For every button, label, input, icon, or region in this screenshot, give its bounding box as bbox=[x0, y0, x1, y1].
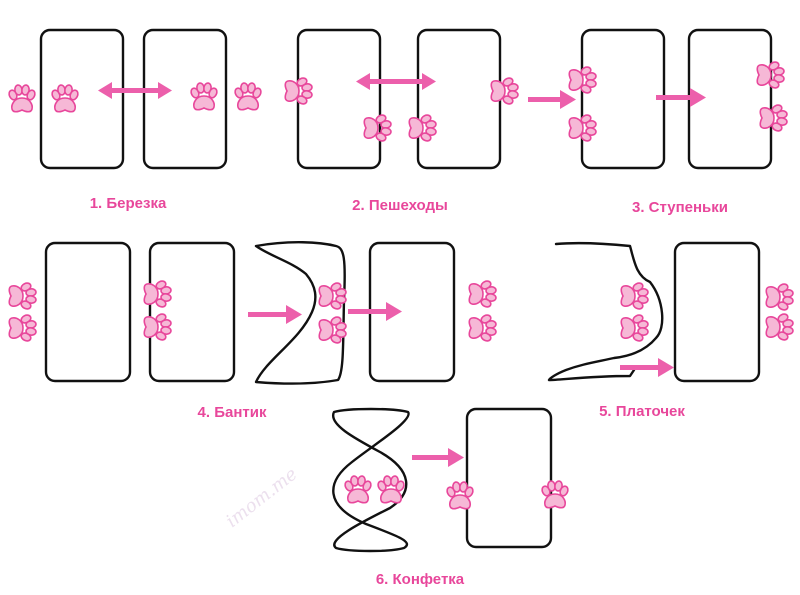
shoe-outline bbox=[416, 28, 502, 170]
diagram-1-berezka: 1. Березка bbox=[6, 28, 264, 212]
paw-print-icon bbox=[143, 311, 173, 343]
shoe-outline bbox=[44, 241, 132, 383]
diagram-6-konfetka: 6. Конфетка bbox=[331, 407, 571, 588]
paw-print-icon bbox=[620, 312, 650, 344]
paw-print-icon bbox=[232, 81, 264, 111]
paw-print-icon bbox=[363, 112, 393, 144]
shoe-outline bbox=[296, 28, 382, 170]
shoe-outline bbox=[142, 28, 228, 170]
shoe-outline bbox=[39, 28, 125, 170]
paw-print-icon bbox=[318, 280, 348, 312]
shoe-outline bbox=[465, 407, 553, 549]
caption-platochek: 5. Платочек bbox=[599, 403, 685, 420]
diagram-5-platochek: 5. Платочек bbox=[547, 241, 795, 420]
paw-print-icon bbox=[284, 75, 314, 107]
shoe-outline bbox=[580, 28, 666, 170]
shoe-outline bbox=[673, 241, 761, 383]
twisted-candy-outline bbox=[331, 407, 410, 553]
arrow-right-icon bbox=[248, 305, 302, 324]
paw-print-icon bbox=[620, 280, 650, 312]
paw-print-icon bbox=[143, 278, 173, 310]
arrow-right-icon bbox=[620, 358, 674, 377]
paw-print-icon bbox=[468, 278, 498, 310]
paw-print-icon bbox=[568, 112, 598, 144]
arrow-right-icon bbox=[656, 88, 706, 107]
caption-stupenki: 3. Ступеньки bbox=[632, 199, 728, 216]
paw-print-icon bbox=[765, 281, 795, 313]
caption-konfetka: 6. Конфетка bbox=[376, 571, 465, 588]
paw-print-icon bbox=[756, 59, 786, 91]
diagram-4-bantik: 4. Бантик bbox=[8, 241, 498, 421]
caption-peshehody: 2. Пешеходы bbox=[352, 197, 448, 214]
caption-bantik: 4. Бантик bbox=[198, 404, 267, 421]
arrow-right-icon bbox=[528, 90, 576, 109]
bow-loop-outline bbox=[254, 241, 346, 385]
arrow-right-icon bbox=[348, 302, 402, 321]
caption-berezka: 1. Березка bbox=[90, 195, 167, 212]
paw-print-icon bbox=[375, 474, 407, 504]
paw-print-icon bbox=[490, 75, 520, 107]
paw-print-icon bbox=[444, 480, 476, 510]
diagram-2-peshehody: 2. Пешеходы bbox=[284, 28, 520, 214]
handkerchief-outline bbox=[547, 241, 664, 382]
diagram-3-stupenki: 3. Ступеньки bbox=[528, 28, 789, 216]
paw-print-icon bbox=[408, 112, 438, 144]
paw-print-icon bbox=[539, 479, 571, 509]
paw-print-icon bbox=[759, 102, 789, 134]
paw-print-icon bbox=[6, 83, 38, 113]
shoe-outline bbox=[148, 241, 236, 383]
paw-print-icon bbox=[468, 312, 498, 344]
paw-print-icon bbox=[8, 280, 38, 312]
paw-print-icon bbox=[8, 312, 38, 344]
arrow-right-icon bbox=[412, 448, 464, 467]
paw-print-icon bbox=[49, 83, 81, 113]
paw-print-icon bbox=[765, 311, 795, 343]
paw-print-icon bbox=[342, 474, 374, 504]
paw-print-icon bbox=[188, 81, 220, 111]
double-arrow-icon bbox=[98, 82, 172, 99]
paw-print-icon bbox=[568, 64, 598, 96]
double-arrow-icon bbox=[356, 73, 436, 90]
watermark: imom.me bbox=[222, 464, 301, 532]
